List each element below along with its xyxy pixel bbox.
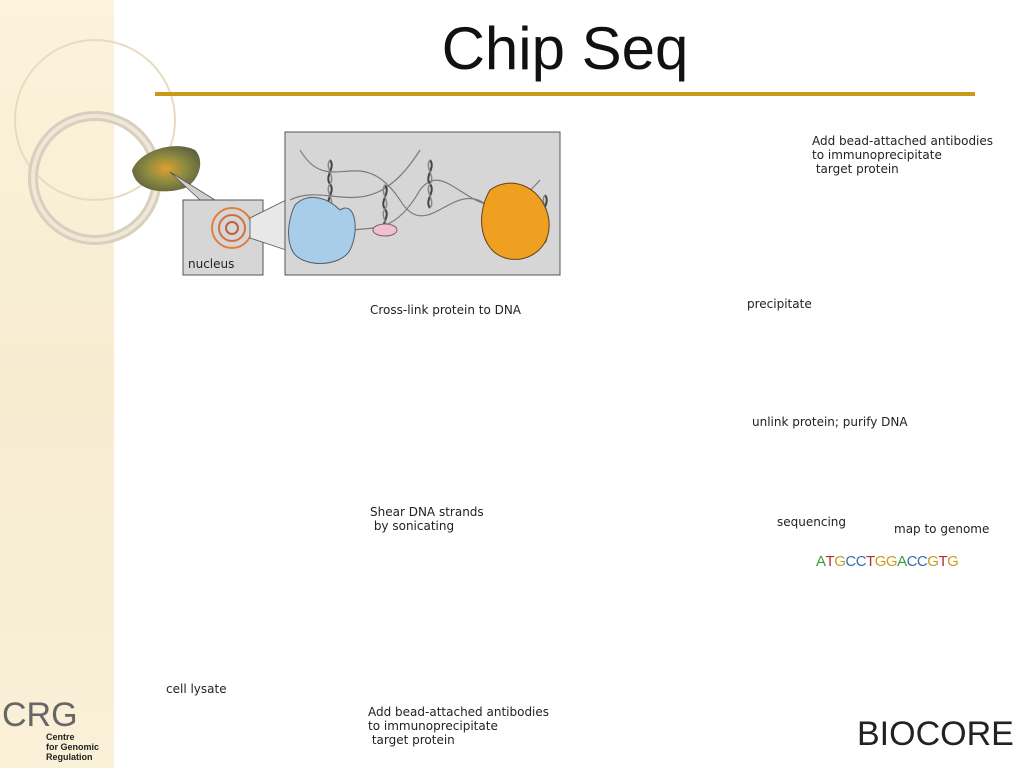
title-underline — [155, 92, 975, 96]
crosslink-label: Cross-link protein to DNA — [370, 303, 522, 317]
map-to-genome-label: map to genome — [894, 522, 990, 536]
sequence-base: G — [874, 553, 887, 570]
crg-line-1: Centre — [46, 732, 75, 742]
shear-label: Shear DNA strands by sonicating — [370, 505, 484, 533]
unlink-label: unlink protein; purify DNA — [752, 415, 908, 429]
sequence-base: G — [885, 553, 898, 570]
sequence-base: C — [916, 553, 928, 570]
add-antibodies-label-right: Add bead-attached antibodies to immunopr… — [812, 134, 994, 176]
sequence-base: G — [927, 553, 939, 570]
precipitate-label: precipitate — [747, 297, 812, 311]
cell-lysate-label: cell lysate — [166, 682, 227, 696]
nucleus-label: nucleus — [188, 257, 235, 271]
page-title: Chip Seq — [441, 15, 689, 82]
sequence-base: T — [938, 553, 948, 570]
sequence-base: C — [845, 553, 856, 570]
sequence-base: G — [947, 553, 959, 570]
sequence-base: A — [897, 553, 907, 570]
dna-sequence: ATGCCTGGACCGTG — [816, 553, 959, 570]
crg-line-3: Regulation — [46, 752, 93, 762]
add-antibodies-label-left: Add bead-attached antibodies to immunopr… — [368, 705, 550, 747]
sequence-base: C — [855, 553, 867, 570]
sequence-base: A — [816, 553, 826, 570]
sequence-base: T — [825, 553, 835, 570]
sequencing-label: sequencing — [777, 515, 846, 529]
sequence-base: C — [906, 553, 918, 570]
sequence-base: G — [834, 553, 846, 570]
biocore-logo-text: BIOCORE — [857, 715, 1014, 753]
crg-logo-text: CRG — [2, 696, 78, 734]
sequence-base: T — [866, 553, 875, 570]
crg-line-2: for Genomic — [46, 742, 100, 752]
